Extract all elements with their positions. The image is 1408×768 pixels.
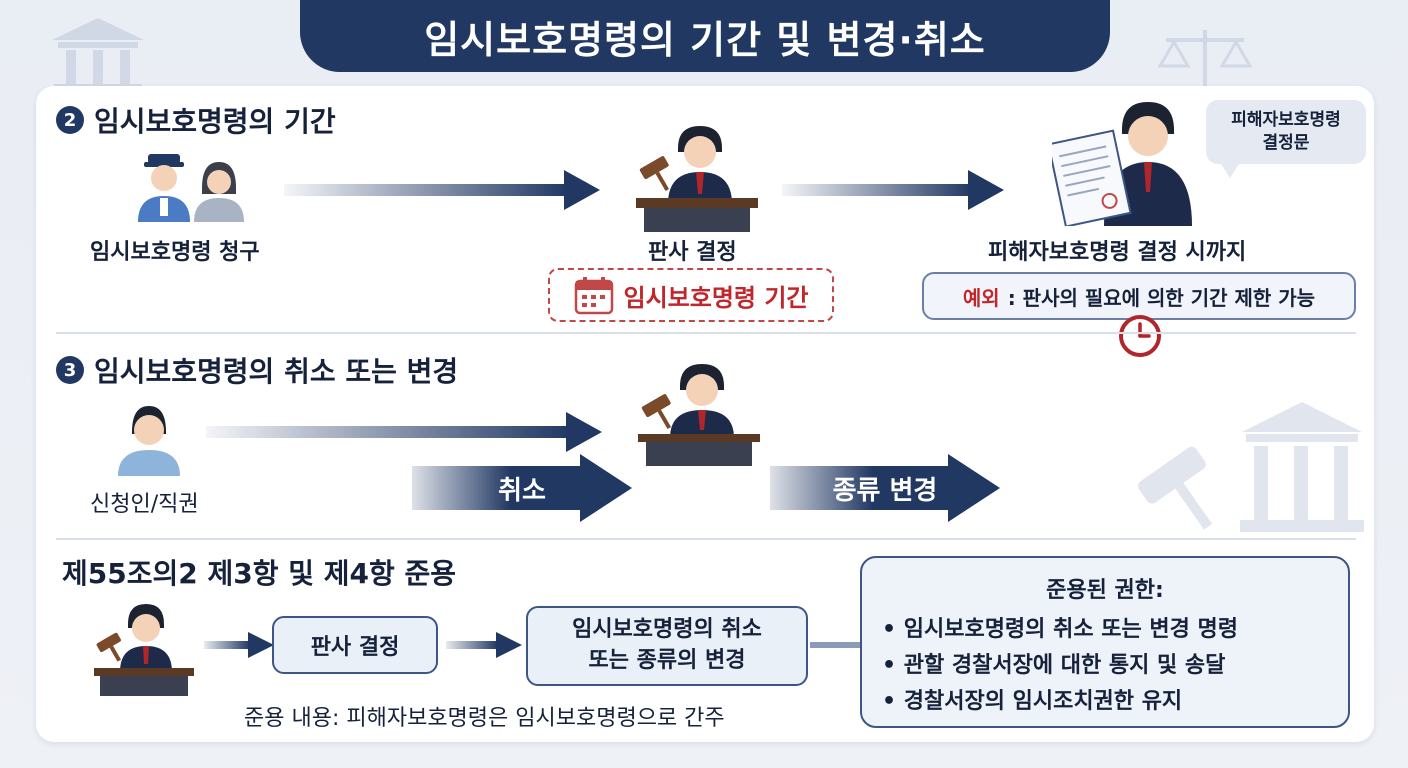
judge-decision-box: 판사 결정 (272, 616, 438, 674)
authority-item: 관할 경찰서장에 대한 통지 및 송달 (882, 648, 1328, 684)
period-box: 임시보호명령 기간 (548, 268, 834, 322)
change-type-arrow: 종류 변경 (770, 454, 1000, 522)
judge-icon (638, 364, 760, 466)
flow-arrow (782, 170, 1004, 210)
change-type-label: 종류 변경 (832, 475, 938, 506)
result-box: 임시보호명령의 취소 또는 종류의 변경 (526, 606, 808, 686)
title-banner: 임시보호명령의 기간 및 변경·취소 (300, 0, 1110, 72)
application-note: 준용 내용: 피해자보호명령은 임시보호명령으로 간주 (244, 706, 725, 731)
courthouse-icon (1138, 402, 1364, 532)
applicant-person-icon (118, 406, 180, 476)
clock-icon (1119, 315, 1161, 357)
speech-line-1: 피해자보호명령 (1231, 110, 1341, 131)
judge-icon (636, 126, 758, 232)
section2-number: 2 (56, 106, 84, 134)
section4-heading: 제55조의2 제3항 및 제4항 준용 (62, 557, 457, 590)
courthouse-icon (52, 18, 144, 92)
flow-arrow (206, 412, 602, 452)
section2-heading: 2 임시보호명령의 기간 (56, 100, 336, 140)
victim-person-icon (194, 162, 244, 222)
section-divider (56, 538, 1356, 540)
result-line-1: 임시보호명령의 취소 (572, 617, 762, 643)
cancel-arrow: 취소 (412, 454, 632, 522)
applicant-label: 신청인/직권 (90, 492, 199, 517)
authority-box: 준용된 권한: 임시보호명령의 취소 또는 변경 명령 관할 경찰서장에 대한 … (860, 556, 1350, 728)
judge-with-document-icon (1052, 102, 1192, 226)
period-text: 임시보호명령 기간 (623, 283, 809, 312)
step-until-decision-label: 피해자보호명령 결정 시까지 (988, 240, 1247, 265)
authority-title: 준용된 권한: (1046, 578, 1164, 603)
section3-heading: 3 임시보호명령의 취소 또는 변경 (56, 350, 458, 390)
exception-tag: 예외 (962, 285, 1000, 310)
decision-speech-bubble: 피해자보호명령 결정문 (1206, 100, 1366, 178)
result-line-2: 또는 종류의 변경 (588, 648, 746, 673)
police-officer-icon (138, 154, 190, 222)
step-request-label: 임시보호명령 청구 (90, 240, 260, 265)
section3-number: 3 (56, 356, 84, 384)
cancel-label: 취소 (498, 475, 546, 506)
flow-arrow (204, 632, 274, 658)
exception-text: : 판사의 필요에 의한 기간 제한 가능 (1007, 285, 1316, 310)
calendar-icon (574, 277, 613, 315)
section2-heading-text: 임시보호명령의 기간 (94, 105, 336, 138)
step-judge-decision-label: 판사 결정 (648, 240, 737, 265)
section3-heading-text: 임시보호명령의 취소 또는 변경 (94, 355, 459, 388)
flow-arrow (284, 170, 600, 210)
flow-arrow (446, 632, 522, 658)
section-divider (56, 332, 1356, 334)
judge-icon (94, 604, 194, 696)
speech-line-2: 결정문 (1262, 133, 1310, 153)
authority-item: 임시보호명령의 취소 또는 변경 명령 (882, 612, 1328, 648)
connector-line (810, 642, 862, 648)
authority-item: 경찰서장의 임시조치권한 유지 (882, 684, 1328, 720)
page-title: 임시보호명령의 기간 및 변경·취소 (424, 17, 986, 62)
